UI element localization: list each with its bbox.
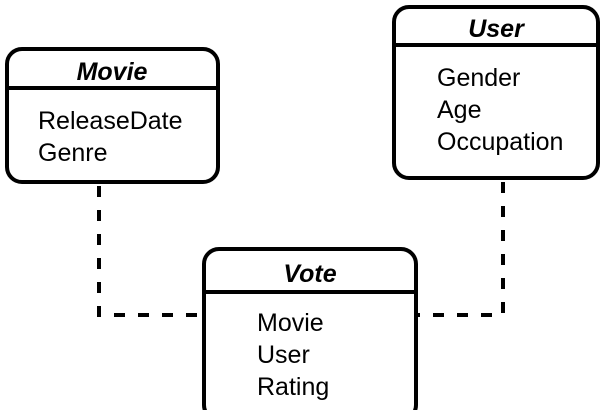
entity-vote-attribute: User <box>257 341 310 369</box>
entity-movie-frame[interactable] <box>5 47 220 184</box>
entity-user-attribute: Gender <box>437 64 520 92</box>
entity-user-attribute: Occupation <box>437 128 563 156</box>
entity-vote[interactable]: Vote Movie User Rating <box>202 247 418 410</box>
entity-user-frame[interactable] <box>392 5 600 180</box>
entity-vote-frame[interactable] <box>202 247 418 410</box>
dashed-connector-user-vote <box>417 182 505 317</box>
entity-user-attribute: Age <box>437 96 481 124</box>
entity-vote-title: Vote <box>283 260 336 288</box>
entity-vote-attribute: Movie <box>257 309 324 337</box>
relationship-movie-vote <box>97 186 203 317</box>
entity-movie-attribute: ReleaseDate <box>38 107 183 135</box>
entity-movie[interactable]: Movie ReleaseDate Genre <box>5 47 220 184</box>
dashed-connector-movie-vote <box>97 186 203 317</box>
relationship-user-vote <box>417 182 505 317</box>
entity-user[interactable]: User Gender Age Occupation <box>392 5 600 180</box>
entity-vote-attribute: Rating <box>257 373 329 401</box>
entity-user-title: User <box>468 15 525 43</box>
entity-movie-attribute: Genre <box>38 139 107 167</box>
entity-movie-title: Movie <box>77 58 148 86</box>
